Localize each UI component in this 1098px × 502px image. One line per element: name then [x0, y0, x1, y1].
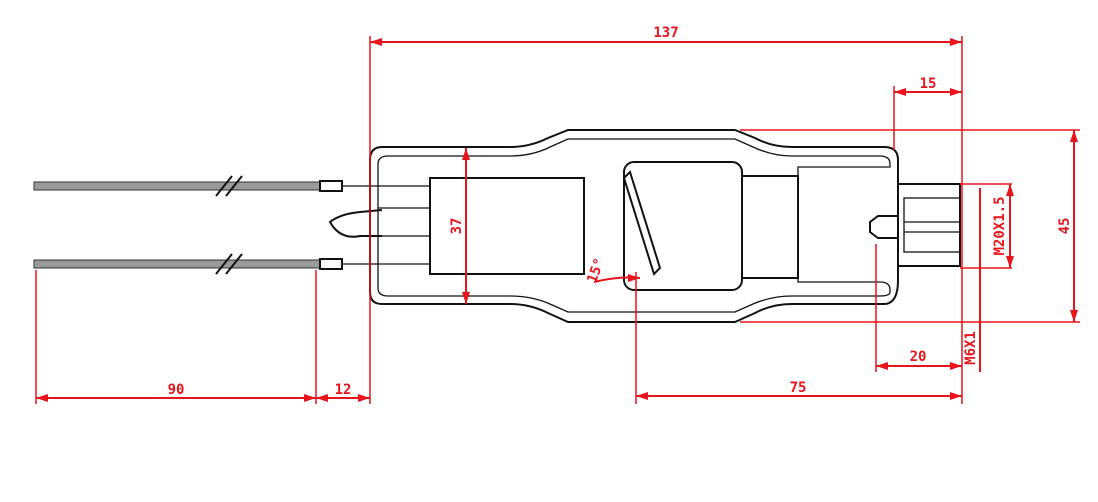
dim-thread: M20X1.5: [992, 196, 1008, 255]
dim-screw: M6X1: [963, 331, 979, 365]
inner-block-right: [741, 175, 799, 279]
inner-block-center: [623, 161, 743, 291]
threaded-nut: [897, 183, 961, 267]
lead-wire-bottom: [33, 259, 321, 269]
dim-lead-offset: 12: [335, 382, 352, 398]
lead-wire-top: [33, 181, 321, 191]
lead-wires: [33, 175, 378, 275]
dim-overall-length: 137: [653, 25, 678, 41]
dim-nut-length: 15: [920, 76, 937, 92]
dim-total-height: 45: [1057, 218, 1073, 235]
lead-nozzle: [328, 209, 383, 238]
inner-block-left: [429, 177, 585, 275]
dimension-labels: 137 15 37 45 M20X1.5 M6X1 20 90 12 75 15…: [168, 25, 1073, 398]
sensor-body: [328, 129, 961, 323]
dim-angle: 15°: [584, 256, 608, 285]
dim-lead-length: 90: [168, 382, 185, 398]
dim-blade-length: 75: [790, 380, 807, 396]
screw-shank: [869, 215, 899, 239]
dimension-lines: [35, 36, 1080, 404]
dim-inner-height: 37: [449, 218, 465, 235]
housing-outer-contour: [369, 129, 899, 323]
dim-screw-length: 20: [910, 349, 927, 365]
housing-inner-contour: [377, 138, 891, 313]
tilted-blade: [622, 170, 662, 276]
